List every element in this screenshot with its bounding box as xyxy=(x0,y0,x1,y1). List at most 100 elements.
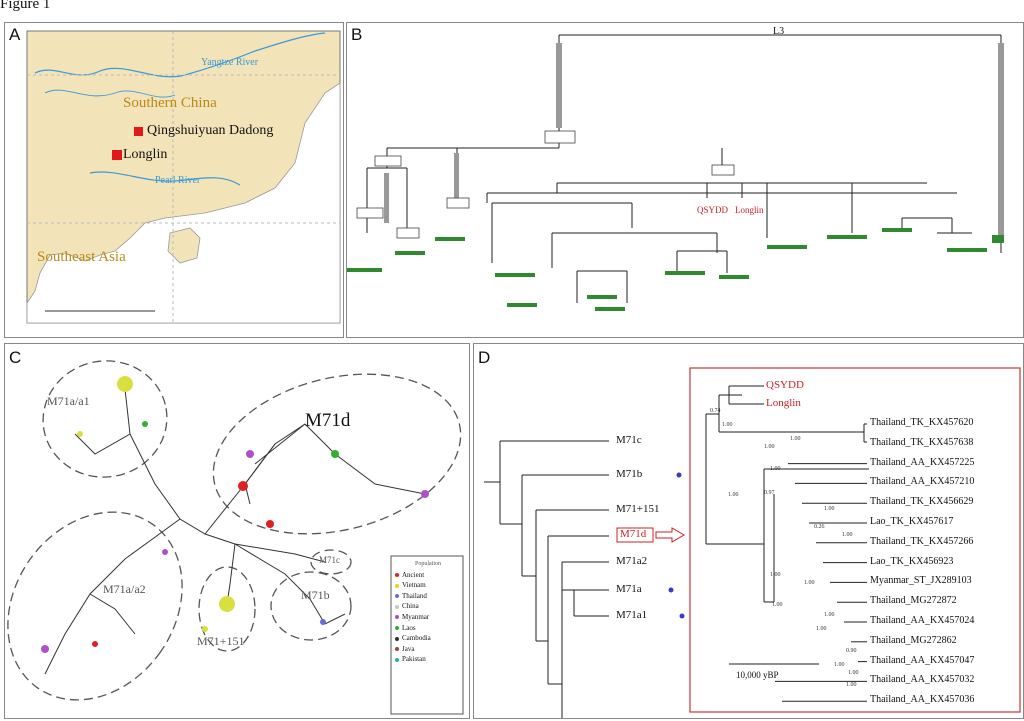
figure-title: Figure 1 xyxy=(0,0,51,12)
support-value: 0.26 xyxy=(814,524,825,530)
detail-frame xyxy=(689,367,1021,713)
southern-china-label: Southern China xyxy=(123,95,217,111)
dated-tree-svg xyxy=(484,367,1021,718)
support-value: 1.00 xyxy=(770,466,781,472)
support-value: 1.00 xyxy=(842,532,853,538)
support-value: 1.00 xyxy=(846,682,857,688)
cluster-ellipse-a2 xyxy=(7,511,183,701)
left-tree-branches xyxy=(484,440,609,718)
left-tip-label: M71d xyxy=(620,528,647,540)
tree-sample-qsydd: QSYDD xyxy=(697,205,729,215)
legend-item: Pakistan xyxy=(395,654,461,665)
legend-label: Thailand xyxy=(402,591,427,600)
tributary-line xyxy=(44,89,176,98)
cluster-ellipse-d xyxy=(212,373,462,535)
detail-tip-label: Thailand_MG272862 xyxy=(870,634,957,646)
panel-d-label: D xyxy=(478,348,491,367)
legend-label: Cambodia xyxy=(402,634,431,643)
legend-item: Ancient xyxy=(395,570,461,581)
network-edges xyxy=(44,388,426,675)
arrow-icon xyxy=(655,527,685,543)
sample-tip-label: QSYDD xyxy=(766,379,804,391)
legend-dot xyxy=(395,636,399,641)
panel-a-label: A xyxy=(9,25,21,44)
cluster-label-a1: M71a/a1 xyxy=(47,394,90,408)
pearl-river-label: Pearl River xyxy=(155,175,201,186)
legend-label: Vietnam xyxy=(402,581,426,590)
legend-item: Laos xyxy=(395,623,461,634)
phylo-tree-svg xyxy=(347,34,1004,311)
support-value: 1.00 xyxy=(834,662,845,668)
legend-dot xyxy=(395,615,399,620)
support-value: 1.00 xyxy=(764,444,775,450)
m71d-highlight-box xyxy=(616,527,654,543)
detail-tip-label: Thailand_TK_KX457638 xyxy=(870,436,974,448)
left-tip-label: M71a1 xyxy=(616,609,648,621)
support-value: 1.00 xyxy=(804,580,815,586)
cluster-ellipse-a1 xyxy=(42,360,168,478)
dot-m71a1 xyxy=(679,613,685,619)
dot-m71b xyxy=(676,472,682,478)
support-value: 1.00 xyxy=(770,572,781,578)
cluster-label-d: M71d xyxy=(305,410,351,431)
detail-tip-label: Thailand_AA_KX457024 xyxy=(870,615,975,626)
panel-a-map: A Yangtze River Southern China Qingshuiy… xyxy=(4,22,344,338)
legend-dot xyxy=(395,583,399,588)
dot-m71a xyxy=(668,587,674,593)
detail-tip-label: Thailand_AA_KX457047 xyxy=(870,654,975,666)
detail-tip-label: Myanmar_ST_JX289103 xyxy=(870,575,972,587)
legend-title: Population xyxy=(414,561,441,567)
cluster-label-b: M71b xyxy=(301,588,330,602)
legend-item: Cambodia xyxy=(395,633,461,644)
legend-box xyxy=(390,555,464,715)
network-nodes xyxy=(41,376,429,653)
legend-label: Pakistan xyxy=(402,655,426,664)
detail-tip-label: Lao_TK_KX457617 xyxy=(870,516,954,527)
support-value: 1.00 xyxy=(824,506,835,512)
support-value: 1.00 xyxy=(790,436,801,442)
support-value: 0.97 xyxy=(764,490,775,496)
support-value: 1.00 xyxy=(722,422,733,428)
cluster-ellipse-c xyxy=(310,549,352,575)
sea-area xyxy=(26,82,341,324)
left-tip-label: M71a2 xyxy=(616,555,648,567)
legend-item: China xyxy=(395,601,461,612)
support-value: 0.90 xyxy=(846,648,857,654)
site-marker-qsydd xyxy=(134,127,143,136)
legend-dot xyxy=(395,594,399,599)
detail-tree-branches xyxy=(705,385,869,702)
left-tip-label: M71+151 xyxy=(616,503,660,515)
detail-tip-label: Lao_TK_KX456923 xyxy=(870,555,954,567)
panel-b-label: B xyxy=(351,25,363,44)
legend-label: China xyxy=(402,602,419,611)
qsydd-label: Qingshuiyuan Dadong xyxy=(147,123,274,138)
cluster-label-c: M71c xyxy=(319,555,340,565)
detail-tip-label: Thailand_AA_KX457032 xyxy=(870,674,975,686)
tree-sample-longlin: Longlin xyxy=(735,205,764,215)
detail-tip-label: Thailand_AA_KX457225 xyxy=(870,456,975,468)
legend-item: Java xyxy=(395,644,461,655)
left-tip-label: M71a xyxy=(616,583,642,595)
left-tip-label: M71b xyxy=(616,468,643,480)
scale-label: 10,000 yBP xyxy=(736,670,779,680)
sample-tip-label: Longlin xyxy=(766,397,801,409)
legend-label: Myanmar xyxy=(402,612,430,621)
cluster-label-151: M71+151 xyxy=(197,634,245,648)
legend-dot xyxy=(395,625,399,630)
cluster-label-a2: M71a/a2 xyxy=(103,582,146,596)
southeast-asia-label: Southeast Asia xyxy=(37,249,126,265)
left-tip-label: M71c xyxy=(616,434,642,446)
legend-dot xyxy=(395,572,399,577)
tree-root-label: L3 xyxy=(773,26,785,37)
legend-dot xyxy=(395,604,399,609)
legend-item: Vietnam xyxy=(395,580,461,591)
support-value: 1.00 xyxy=(848,670,859,676)
support-value: 1.00 xyxy=(728,492,739,498)
legend-label: Ancient xyxy=(402,570,425,579)
legend-dot xyxy=(395,657,399,662)
cluster-ellipse-151 xyxy=(198,566,256,652)
panel-b-tree: B L3 QSYDD Longlin xyxy=(346,22,1024,338)
haplotype-network-svg xyxy=(7,360,464,715)
map-svg xyxy=(26,30,341,324)
